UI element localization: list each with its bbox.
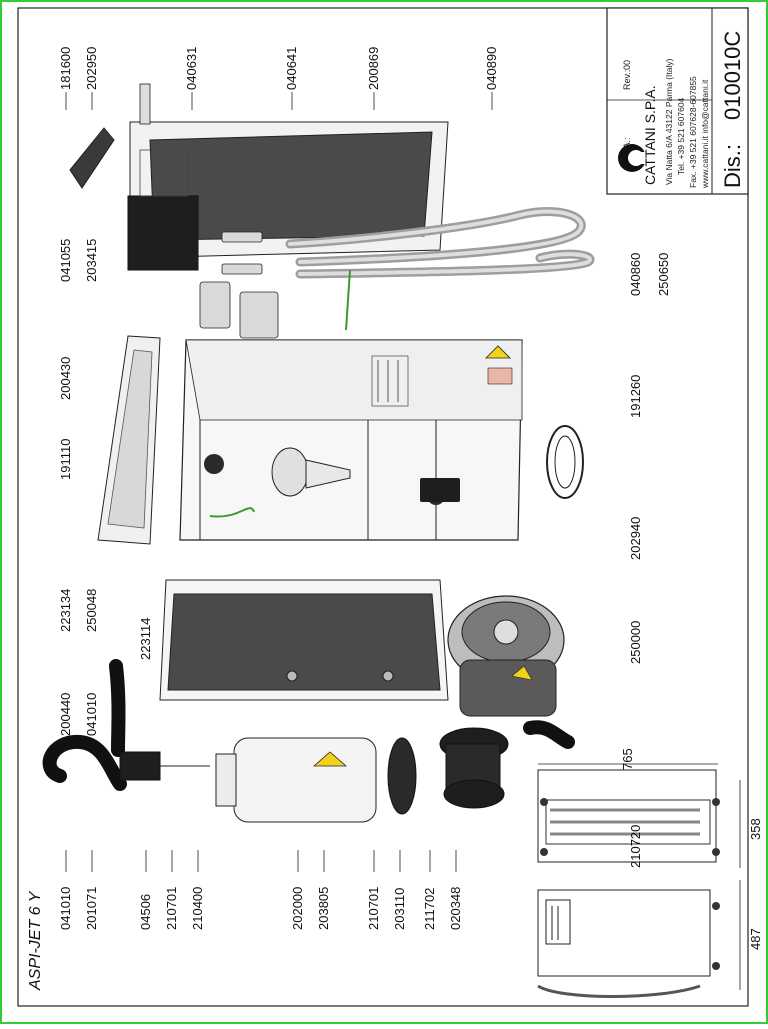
company-name: CATTANI S.P.A. bbox=[642, 85, 658, 185]
callout-label: 181600 bbox=[58, 47, 73, 90]
callout-label: 191260 bbox=[628, 375, 643, 418]
dim-length: 765 bbox=[620, 748, 635, 770]
suction-fitting bbox=[439, 720, 575, 809]
earth-wire-top bbox=[345, 269, 351, 331]
connector-block bbox=[69, 127, 199, 271]
dis-number: 010010C bbox=[720, 31, 745, 120]
drawing-frame bbox=[17, 7, 749, 1007]
inlet-parts bbox=[42, 659, 210, 791]
filter-ring bbox=[546, 425, 584, 499]
collection-bottle bbox=[215, 737, 377, 823]
fittings bbox=[199, 231, 279, 339]
motor-turbine bbox=[447, 595, 565, 717]
title-block: ED.CA.: Rev.: 00 CATTANI S.P.A. Via Natt… bbox=[606, 7, 749, 195]
callout-label: 210701 bbox=[164, 887, 179, 930]
biohazard-icon bbox=[312, 751, 348, 767]
callout-label: 250000 bbox=[628, 621, 643, 664]
callout-label: 202950 bbox=[84, 47, 99, 90]
callout-label: 040631 bbox=[184, 47, 199, 90]
callout-label: 210701 bbox=[366, 887, 381, 930]
callout-label: 020348 bbox=[448, 887, 463, 930]
callout-label: 210720 bbox=[628, 825, 643, 868]
warning-label-icon bbox=[485, 345, 511, 359]
company-fax: Fax. +39 521 607628-607855 bbox=[688, 76, 698, 188]
callout-label: 203805 bbox=[316, 887, 331, 930]
callout-label: 040860 bbox=[628, 253, 643, 296]
glass-lid bbox=[97, 335, 161, 545]
callout-label: 200440 bbox=[58, 693, 73, 736]
callout-label: 250650 bbox=[656, 253, 671, 296]
callout-label: 200430 bbox=[58, 357, 73, 400]
callout-label: 203110 bbox=[392, 888, 407, 930]
callout-label: 203415 bbox=[84, 239, 99, 282]
callout-label: 040890 bbox=[484, 47, 499, 90]
callout-label: 200869 bbox=[366, 47, 381, 90]
callout-label: 250048 bbox=[84, 589, 99, 632]
front-panel bbox=[159, 579, 449, 701]
callout-label: 202940 bbox=[628, 517, 643, 560]
rev-label: Rev.: bbox=[622, 70, 632, 90]
callout-label: 223134 bbox=[58, 589, 73, 632]
company-web: www.cattani.it info@cattani.it bbox=[700, 79, 710, 189]
earth-wire-mid bbox=[209, 507, 255, 518]
callouts-left: 041055 203415 200430 191110 223134 250048 2231… bbox=[58, 239, 153, 736]
callout-label: 040641 bbox=[284, 47, 299, 90]
callout-label: 210400 bbox=[190, 887, 205, 930]
callout-label: 223114 bbox=[138, 618, 153, 660]
callout-label: 202000 bbox=[290, 887, 305, 930]
hose-highlights bbox=[288, 209, 592, 276]
separator bbox=[204, 447, 460, 505]
callout-label: 041010 bbox=[84, 693, 99, 736]
callout-label: 04506 bbox=[138, 894, 153, 930]
bottle-lid bbox=[387, 737, 417, 815]
dis-label: Dis.: bbox=[720, 144, 745, 188]
dim-width: 358 bbox=[748, 818, 763, 840]
rear-panel bbox=[129, 83, 449, 259]
company-tel: Tel. +39 521 607604 bbox=[676, 97, 686, 175]
callout-label: 041055 bbox=[58, 239, 73, 282]
dim-height: 487 bbox=[748, 928, 763, 950]
callout-label: 191110 bbox=[58, 439, 73, 480]
company-address: Via Natta 6/A 43122 Parma (Italy) bbox=[664, 58, 674, 185]
outline-views: 765 358 487 bbox=[537, 748, 763, 998]
rev-value: 00 bbox=[622, 60, 632, 70]
callout-label: 041010 bbox=[58, 887, 73, 930]
callouts-bottom: 041010 201071 04506 210701 210400 202000 20380… bbox=[58, 850, 463, 930]
cattani-logo bbox=[618, 144, 650, 172]
callouts-top: 181600 202950 040631 040641 200869 040890 0408… bbox=[58, 47, 671, 868]
drawing-title: ASPI-JET 6 Y bbox=[27, 890, 44, 991]
callout-label: 211702 bbox=[422, 888, 437, 930]
callout-label: 201071 bbox=[84, 887, 99, 930]
cabinet-frame bbox=[179, 339, 523, 541]
